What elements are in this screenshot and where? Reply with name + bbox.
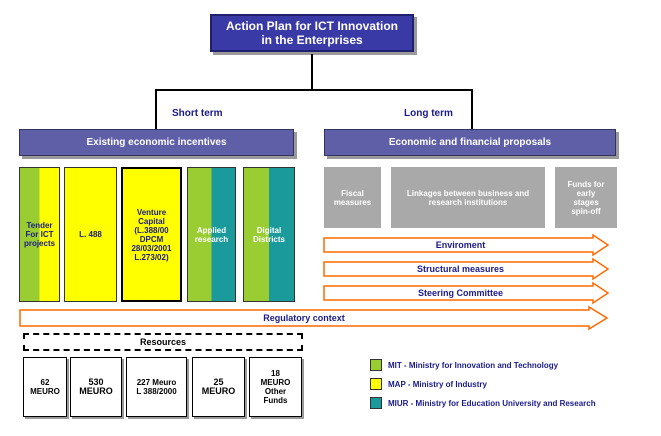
proposal-funds-spin-off: Funds for early stages spin-off	[555, 167, 617, 228]
environment-label: Enviroment	[435, 240, 486, 250]
legend-item-mit: MIT - Ministry for Innovation and Techno…	[370, 359, 558, 371]
structural-measures-arrow	[323, 257, 610, 281]
incentive-venture-capital: Venture Capital (L.388/00 DPCM 28/03/200…	[121, 167, 182, 302]
incentive-digital-label: Digital Districts	[252, 225, 285, 244]
legend-swatch-yellow	[370, 378, 382, 390]
connector-left-down	[155, 89, 157, 129]
proposals-header: Economic and financial proposals	[324, 129, 616, 156]
incentive-venture-label: Venture Capital (L.388/00 DPCM 28/03/200…	[131, 207, 172, 262]
long-term-label: Long term	[404, 108, 453, 119]
legend-label-mit: MIT - Ministry for Innovation and Techno…	[388, 360, 559, 370]
incentive-l488: L. 488	[64, 167, 117, 302]
resource-530-meuro: 530 MEURO	[70, 357, 122, 417]
environment-arrow	[323, 233, 610, 257]
regulatory-context-arrow	[19, 305, 609, 331]
incentive-applied-label: Applied research	[194, 225, 229, 244]
legend-label-miur: MIUR - Ministry for Education University…	[388, 398, 596, 408]
resource-18-meuro: 18 MEURO Other Funds	[249, 357, 302, 417]
incentive-tender: Tender For ICT projects	[19, 167, 60, 302]
legend-swatch-teal	[370, 397, 382, 409]
incentive-tender-label: Tender For ICT projects	[23, 221, 56, 248]
regulatory-context-label: Regulatory context	[263, 313, 345, 323]
legend-item-miur: MIUR - Ministry for Education University…	[370, 397, 596, 409]
connector-title-down	[311, 54, 313, 90]
diagram-title: Action Plan for ICT Innovation in the En…	[210, 14, 414, 52]
resource-25-meuro: 25 MEURO	[192, 357, 245, 417]
existing-incentives-header: Existing economic incentives	[19, 129, 294, 156]
steering-committee-label: Steering Committee	[417, 288, 504, 298]
resource-227-meuro: 227 Meuro L 388/2000	[126, 357, 187, 417]
legend-item-map: MAP - Ministry of Industry	[370, 378, 487, 390]
steering-committee-arrow	[323, 281, 610, 305]
incentive-l488-label: L. 488	[79, 230, 102, 239]
connector-horizontal	[155, 89, 473, 91]
legend-label-map: MAP - Ministry of Industry	[388, 379, 487, 389]
resources-header: Resources	[23, 333, 303, 351]
short-term-label: Short term	[172, 108, 223, 119]
legend: MIT - Ministry for Innovation and Techno…	[370, 357, 660, 417]
proposal-fiscal-measures: Fiscal measures	[324, 167, 381, 228]
connector-right-down	[471, 89, 473, 129]
legend-swatch-green	[370, 359, 382, 371]
incentive-applied-research: Applied research	[187, 167, 236, 302]
structural-measures-label: Structural measures	[416, 264, 505, 274]
proposal-linkages: Linkages between business and research i…	[391, 167, 545, 228]
resource-62-meuro: 62 MEURO	[23, 357, 67, 417]
incentive-digital-districts: Digital Districts	[243, 167, 295, 302]
